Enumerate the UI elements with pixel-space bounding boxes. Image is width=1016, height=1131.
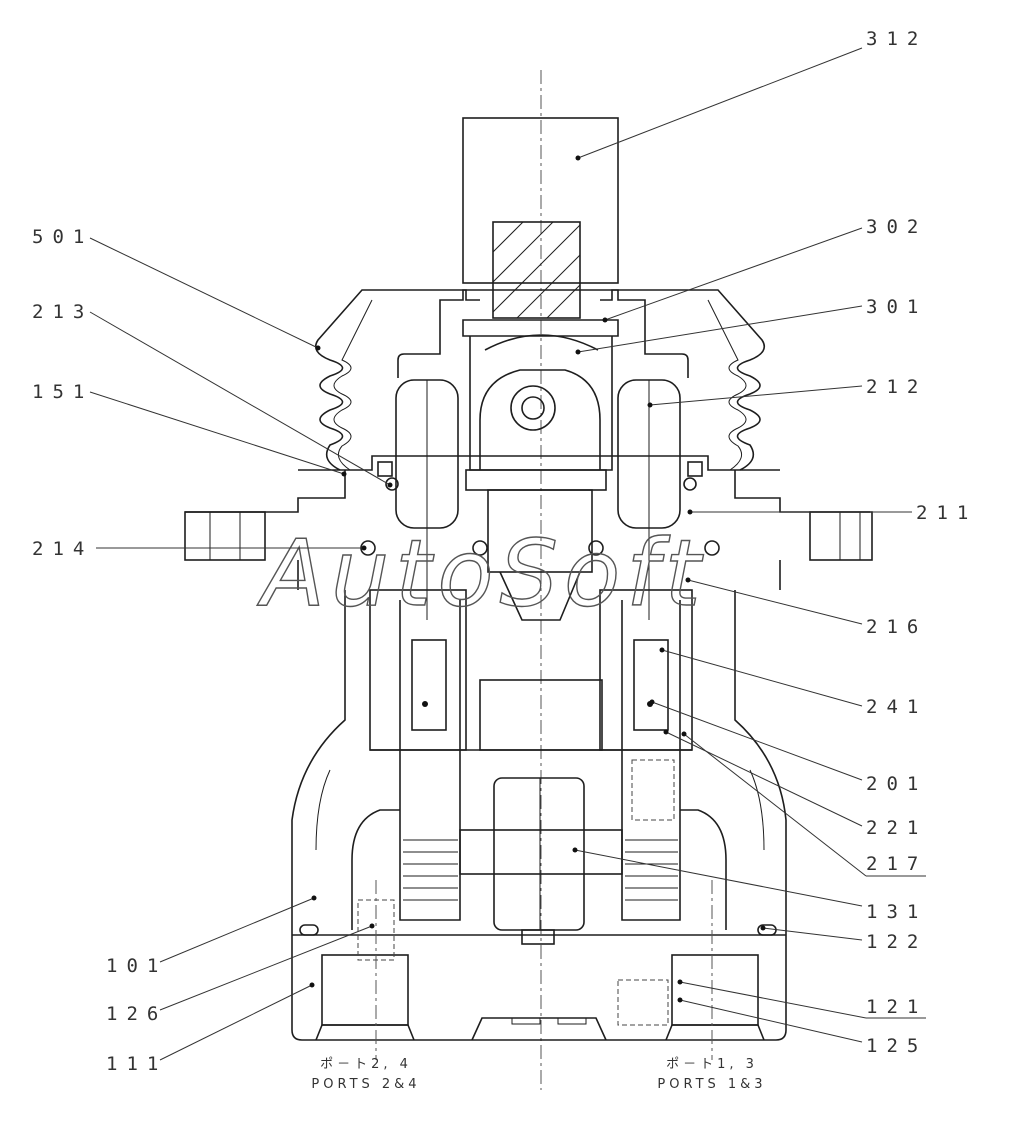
watermark: AutoSoft <box>257 520 707 627</box>
body-101-shape <box>291 590 787 936</box>
port-label-1-3-jp: ポ－ト1, 3 <box>666 1057 758 1072</box>
callout-501: 501 <box>32 226 93 248</box>
callout-211: 211 <box>916 502 977 524</box>
callout-214: 214 <box>32 538 93 560</box>
callout-212: 212 <box>866 376 927 398</box>
callout-221: 221 <box>866 817 927 839</box>
callout-213: 213 <box>32 301 93 323</box>
leader-lines <box>89 47 926 1061</box>
center-block-131-shape <box>459 777 623 945</box>
callout-131: 131 <box>866 901 927 923</box>
callout-151: 151 <box>32 381 93 403</box>
callout-312: 312 <box>866 28 927 50</box>
port-block-111-shape <box>291 759 787 1060</box>
callout-216: 216 <box>866 616 927 638</box>
callout-101: 101 <box>106 955 167 977</box>
leader-dots <box>309 155 766 1003</box>
callout-121: 121 <box>866 996 927 1018</box>
port-label-2-4-jp: ポ－ト2, 4 <box>320 1057 412 1072</box>
callout-302: 302 <box>866 216 927 238</box>
handle-312-shape <box>462 117 619 319</box>
plate-211-shape <box>184 455 873 590</box>
callout-125: 125 <box>866 1035 927 1057</box>
callout-217: 217 <box>866 853 927 875</box>
cam-disc-shape <box>465 369 607 621</box>
spool-bores-shape <box>369 589 693 921</box>
port-label-2-4-en: PORTS 2&4 <box>311 1077 420 1092</box>
callout-241: 241 <box>866 696 927 718</box>
callout-301: 301 <box>866 296 927 318</box>
boot-501-shape <box>314 289 766 471</box>
push-rods-212-shape <box>395 379 681 620</box>
callout-201: 201 <box>866 773 927 795</box>
callout-126: 126 <box>106 1003 167 1025</box>
port-label-1-3-en: PORTS 1&3 <box>657 1077 766 1092</box>
callout-111: 111 <box>106 1053 167 1075</box>
callout-122: 122 <box>866 931 927 953</box>
